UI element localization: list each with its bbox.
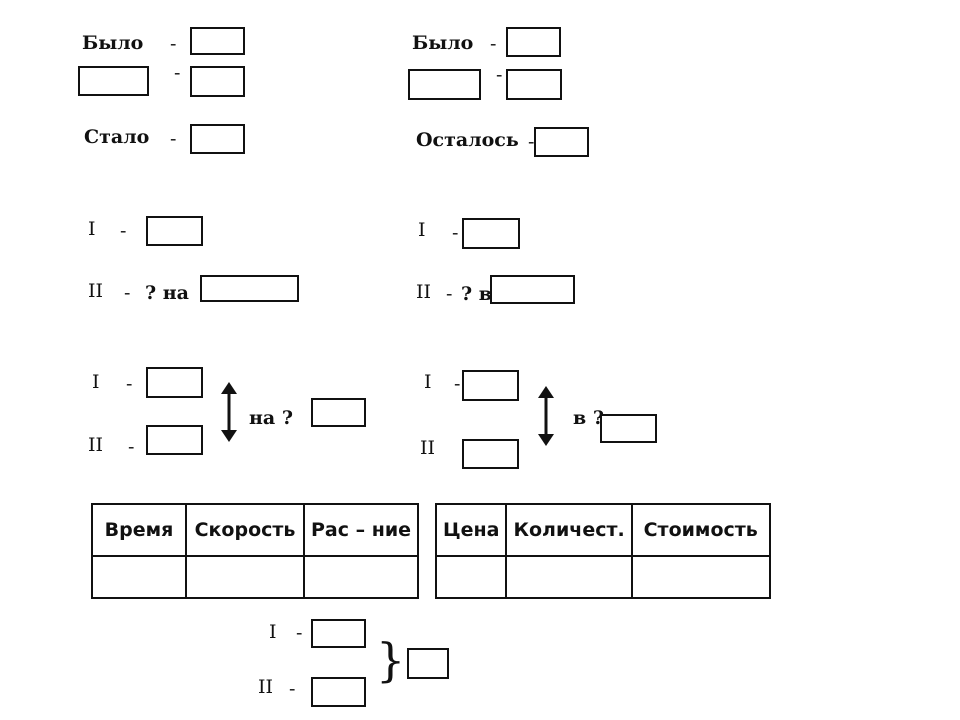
mid-left-one-box[interactable] — [146, 216, 203, 246]
bylo-box-left[interactable] — [190, 27, 245, 55]
roman-two: II — [88, 434, 104, 456]
header-distance: Рас – ние — [302, 503, 420, 557]
table-header-row: Время Скорость Рас – ние — [91, 503, 420, 557]
dash: - — [120, 220, 127, 242]
table-row — [434, 555, 771, 599]
bylo-box-right[interactable] — [506, 27, 561, 57]
cell-quantity[interactable] — [505, 555, 633, 599]
dash: - — [296, 622, 303, 644]
compare-left-diff-box[interactable] — [311, 398, 366, 427]
dash: - — [170, 33, 177, 55]
roman-one: I — [92, 371, 100, 393]
header-cost: Стоимость — [630, 503, 771, 557]
compare-left-one-box[interactable] — [146, 367, 203, 398]
dash: - — [452, 222, 459, 244]
change-value-box-left[interactable] — [190, 66, 245, 97]
bottom-two-box[interactable] — [311, 677, 366, 707]
compare-right-two-box[interactable] — [462, 439, 519, 469]
mid-right-two-box[interactable] — [490, 275, 575, 304]
header-quantity: Количест. — [505, 503, 633, 557]
roman-one: I — [424, 371, 432, 393]
right-brace-icon: } — [376, 633, 406, 687]
roman-one: I — [269, 621, 277, 643]
question-na-label: ? на — [145, 282, 189, 304]
dash: - — [289, 678, 296, 700]
dash: - — [128, 436, 135, 458]
dash: - — [446, 283, 453, 305]
roman-two: II — [258, 676, 274, 698]
cell-distance[interactable] — [302, 555, 420, 599]
roman-two: II — [416, 281, 432, 303]
dash: - — [126, 373, 133, 395]
header-speed: Скорость — [185, 503, 305, 557]
change-value-box-right[interactable] — [506, 69, 562, 100]
cell-time[interactable] — [91, 555, 187, 599]
roman-one: I — [418, 219, 426, 241]
double-arrow-icon — [538, 386, 554, 446]
compare-right-ratio-box[interactable] — [600, 414, 657, 443]
stalo-label: Стало — [84, 126, 150, 148]
dash: - — [528, 131, 535, 153]
stalo-box[interactable] — [190, 124, 245, 154]
dash: - — [170, 128, 177, 150]
cell-price[interactable] — [434, 555, 508, 599]
question-v-label: ? в — [461, 283, 492, 305]
cell-cost[interactable] — [630, 555, 771, 599]
header-time: Время — [91, 503, 187, 557]
motion-table: Время Скорость Рас – ние — [91, 503, 420, 599]
roman-two: II — [88, 280, 104, 302]
ostalos-label: Осталось — [416, 129, 519, 151]
bottom-sum-box[interactable] — [407, 648, 449, 679]
compare-left-two-box[interactable] — [146, 425, 203, 455]
dash: - — [454, 373, 461, 395]
na-question-label: на ? — [249, 407, 293, 429]
roman-one: I — [88, 218, 96, 240]
table-row — [91, 555, 420, 599]
bylo-label-left: Было — [82, 32, 144, 54]
dash: - — [496, 64, 503, 86]
change-label-box-left[interactable] — [78, 66, 149, 96]
price-table: Цена Количест. Стоимость — [434, 503, 771, 599]
mid-right-one-box[interactable] — [462, 218, 520, 249]
dash: - — [490, 33, 497, 55]
roman-two: II — [420, 437, 436, 459]
v-question-label: в ? — [573, 407, 604, 429]
mid-left-two-box[interactable] — [200, 275, 299, 302]
bylo-label-right: Было — [412, 32, 474, 54]
table-header-row: Цена Количест. Стоимость — [434, 503, 771, 557]
bottom-one-box[interactable] — [311, 619, 366, 648]
dash: - — [174, 62, 181, 84]
double-arrow-icon — [221, 382, 237, 442]
header-price: Цена — [434, 503, 508, 557]
cell-speed[interactable] — [185, 555, 305, 599]
ostalos-box[interactable] — [534, 127, 589, 157]
compare-right-one-box[interactable] — [462, 370, 519, 401]
change-label-box-right[interactable] — [408, 69, 481, 100]
dash: - — [124, 282, 131, 304]
